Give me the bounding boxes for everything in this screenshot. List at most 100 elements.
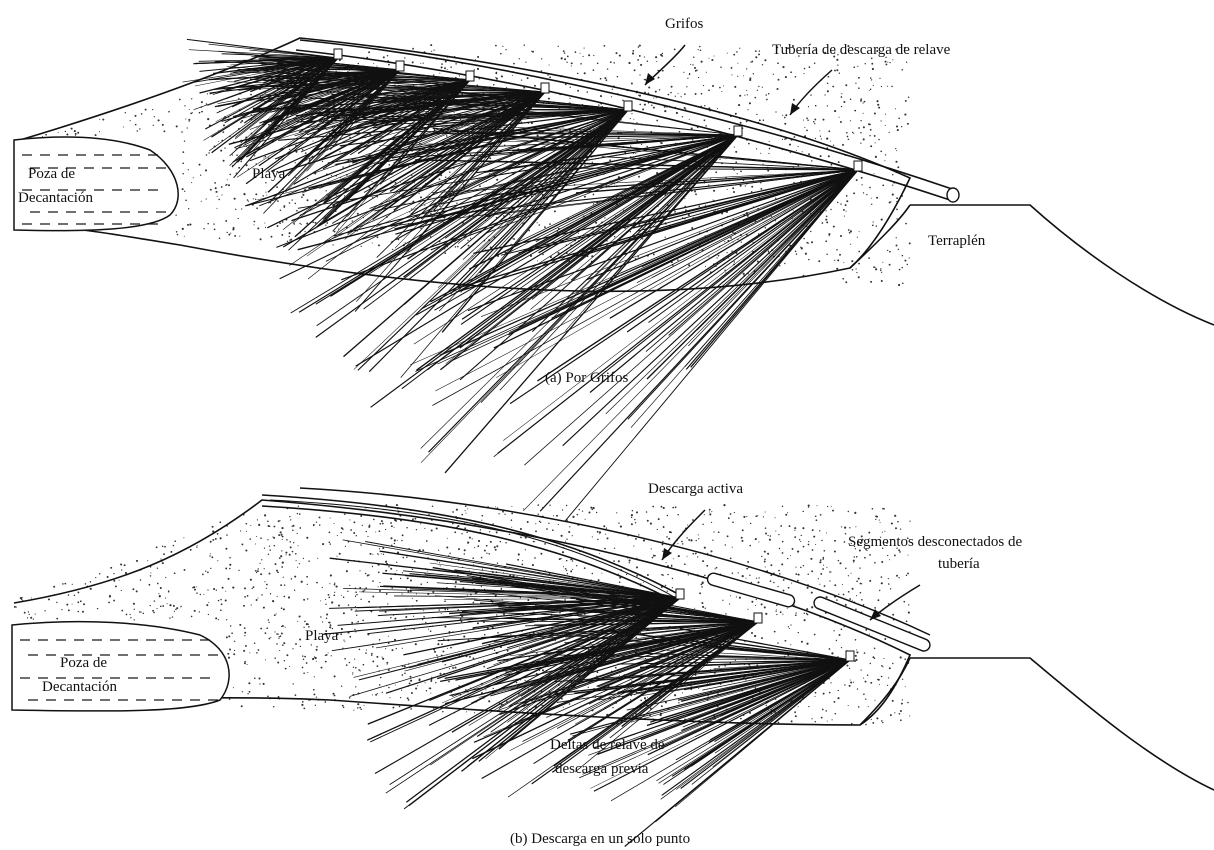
stipple-dot	[828, 233, 830, 235]
stipple-dot	[199, 112, 201, 114]
stipple-dot	[113, 573, 114, 574]
stipple-dot	[863, 693, 865, 695]
stipple-dot	[379, 530, 381, 532]
stipple-dot	[670, 532, 672, 534]
stipple-dot	[232, 154, 233, 155]
stipple-dot	[660, 142, 661, 143]
stipple-dot	[765, 566, 766, 567]
stipple-dot	[877, 104, 879, 106]
stipple-dot	[563, 50, 565, 52]
stipple-dot	[207, 93, 208, 94]
stipple-dot	[705, 608, 706, 609]
stipple-dot	[605, 79, 607, 81]
stipple-dot	[527, 521, 529, 523]
stipple-dot	[828, 155, 830, 157]
stipple-dot	[513, 63, 515, 65]
stipple-dot	[821, 717, 823, 719]
stipple-dot	[361, 246, 362, 247]
stipple-dot	[642, 108, 644, 110]
stipple-dot	[174, 611, 175, 612]
stipple-dot	[749, 545, 751, 547]
stipple-dot	[826, 567, 827, 568]
stipple-dot	[698, 534, 699, 535]
stipple-dot	[872, 722, 874, 724]
stipple-dot	[632, 510, 633, 511]
stipple-dot	[465, 510, 466, 511]
stipple-dot	[823, 550, 825, 552]
stipple-dot	[850, 244, 851, 245]
stipple-dot	[827, 90, 829, 92]
stipple-dot	[748, 143, 750, 145]
stipple-dot	[663, 507, 665, 509]
stipple-dot	[430, 693, 431, 694]
stipple-dot	[484, 634, 486, 636]
stipple-dot	[870, 663, 871, 664]
stipple-dot	[153, 612, 155, 614]
stipple-dot	[639, 45, 641, 47]
stipple-dot	[643, 539, 645, 541]
stipple-dot	[215, 191, 217, 193]
stipple-dot	[440, 565, 441, 566]
stipple-dot	[598, 579, 600, 581]
stipple-dot	[473, 657, 475, 659]
stipple-dot	[115, 585, 117, 587]
stipple-dot	[175, 215, 176, 216]
stipple-dot	[256, 599, 258, 601]
stipple-dot	[659, 89, 660, 90]
stipple-dot	[864, 557, 866, 559]
stipple-dot	[875, 519, 876, 520]
stipple-dot	[638, 176, 640, 178]
stipple-dot	[395, 520, 397, 522]
stipple-dot	[334, 592, 335, 593]
stipple-dot	[303, 659, 305, 661]
stipple-dot	[647, 520, 649, 522]
stipple-dot	[503, 613, 505, 615]
stipple-dot	[875, 515, 877, 517]
stipple-dot	[493, 688, 494, 689]
stipple-dot	[306, 662, 308, 664]
stipple-dot	[827, 721, 828, 722]
stipple-dot	[843, 209, 845, 211]
stipple-dot	[502, 599, 503, 600]
stipple-dot	[278, 520, 280, 522]
stipple-dot	[368, 574, 369, 575]
stipple-dot	[874, 700, 875, 701]
stipple-dot	[895, 527, 897, 529]
stipple-dot	[831, 164, 833, 166]
stipple-dot	[681, 541, 683, 543]
stipple-dot	[308, 560, 310, 562]
stipple-dot	[301, 196, 303, 198]
stipple-dot	[762, 164, 763, 165]
stipple-dot	[297, 621, 298, 622]
stipple-dot	[843, 101, 845, 103]
stipple-dot	[790, 644, 791, 645]
stipple-dot	[381, 553, 382, 554]
stipple-dot	[467, 595, 468, 596]
stipple-dot	[855, 639, 857, 641]
stipple-dot	[593, 194, 595, 196]
stipple-dot	[559, 558, 561, 560]
stipple-dot	[468, 245, 470, 247]
stipple-dot	[364, 589, 365, 590]
stipple-dot	[704, 547, 706, 549]
stipple-dot	[711, 522, 712, 523]
stipple-dot	[802, 527, 804, 529]
stipple-dot	[136, 590, 138, 592]
stipple-dot	[889, 251, 891, 253]
stipple-dot	[566, 539, 567, 540]
label-poza-b-2: Decantación	[42, 679, 117, 695]
stipple-dot	[330, 574, 332, 576]
stipple-dot	[746, 90, 747, 91]
stipple-dot	[562, 551, 564, 553]
stipple-dot	[702, 582, 704, 584]
stipple-dot	[360, 544, 362, 546]
stipple-dot	[701, 61, 703, 63]
stipple-dot	[656, 120, 658, 122]
stipple-dot	[599, 553, 600, 554]
stipple-dot	[326, 654, 328, 656]
stipple-dot	[887, 555, 888, 556]
stipple-dot	[249, 538, 251, 540]
stipple-dot	[410, 708, 412, 710]
stipple-dot	[840, 203, 841, 204]
stipple-dot	[270, 593, 271, 594]
